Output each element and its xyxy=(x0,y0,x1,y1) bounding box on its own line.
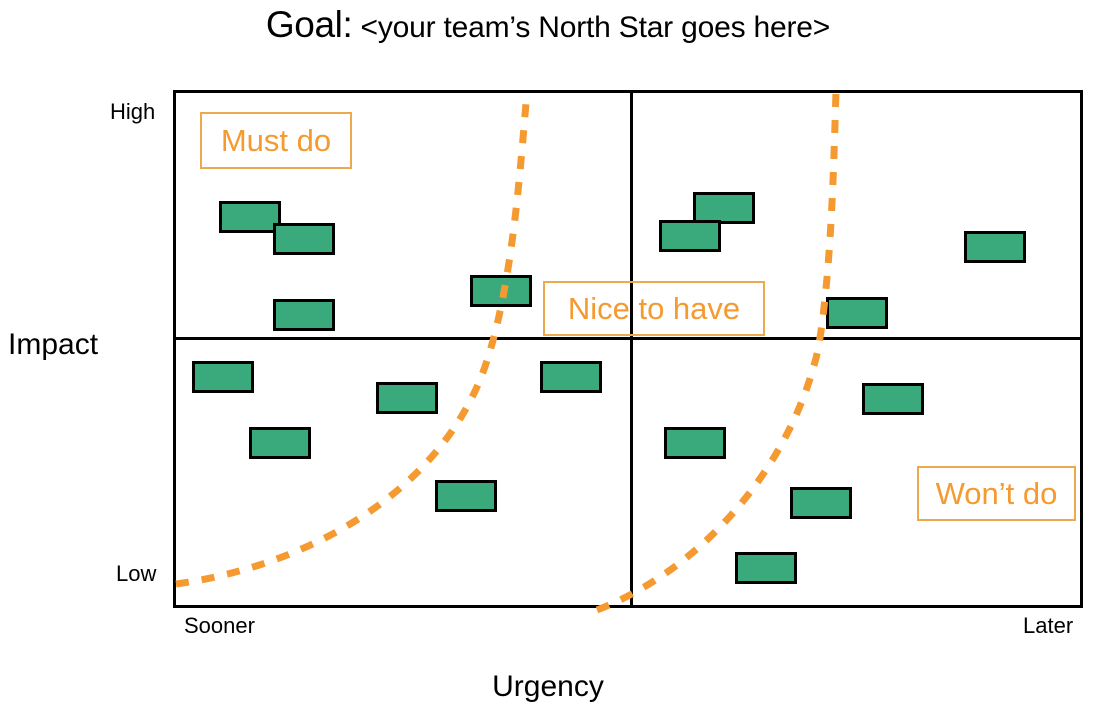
x-tick-later: Later xyxy=(1023,613,1074,638)
y-tick-low: Low xyxy=(116,561,157,586)
sticky-note[interactable] xyxy=(540,361,602,393)
y-axis-label: Impact xyxy=(8,328,99,361)
sticky-note[interactable] xyxy=(376,382,438,414)
sticky-note[interactable] xyxy=(964,231,1026,263)
sticky-note[interactable] xyxy=(273,223,335,255)
sticky-note[interactable] xyxy=(862,383,924,415)
sticky-note[interactable] xyxy=(735,552,797,584)
sticky-note[interactable] xyxy=(790,487,852,519)
quadrant-divider-horizontal xyxy=(173,337,1083,340)
title-rest: <your team’s North Star goes here> xyxy=(352,11,831,44)
sticky-note[interactable] xyxy=(470,275,532,307)
sticky-note[interactable] xyxy=(192,361,254,393)
sticky-note[interactable] xyxy=(273,299,335,331)
x-tick-sooner: Sooner xyxy=(184,613,255,638)
sticky-note[interactable] xyxy=(664,427,726,459)
y-tick-high: High xyxy=(110,99,156,124)
quadrant-label-wont-do: Won’t do xyxy=(917,466,1076,521)
title-lead: Goal: xyxy=(265,4,353,45)
x-axis-label: Urgency xyxy=(492,670,604,703)
sticky-note[interactable] xyxy=(435,480,497,512)
sticky-note[interactable] xyxy=(249,427,311,459)
quadrant-label-nice-to-have: Nice to have xyxy=(543,281,765,336)
sticky-note[interactable] xyxy=(659,220,721,252)
sticky-note[interactable] xyxy=(826,297,888,329)
quadrant-divider-vertical xyxy=(630,90,633,608)
quadrant-label-must-do: Must do xyxy=(200,112,352,169)
sticky-note[interactable] xyxy=(219,201,281,233)
page-title: Goal: <your team’s North Star goes here> xyxy=(0,6,1096,43)
